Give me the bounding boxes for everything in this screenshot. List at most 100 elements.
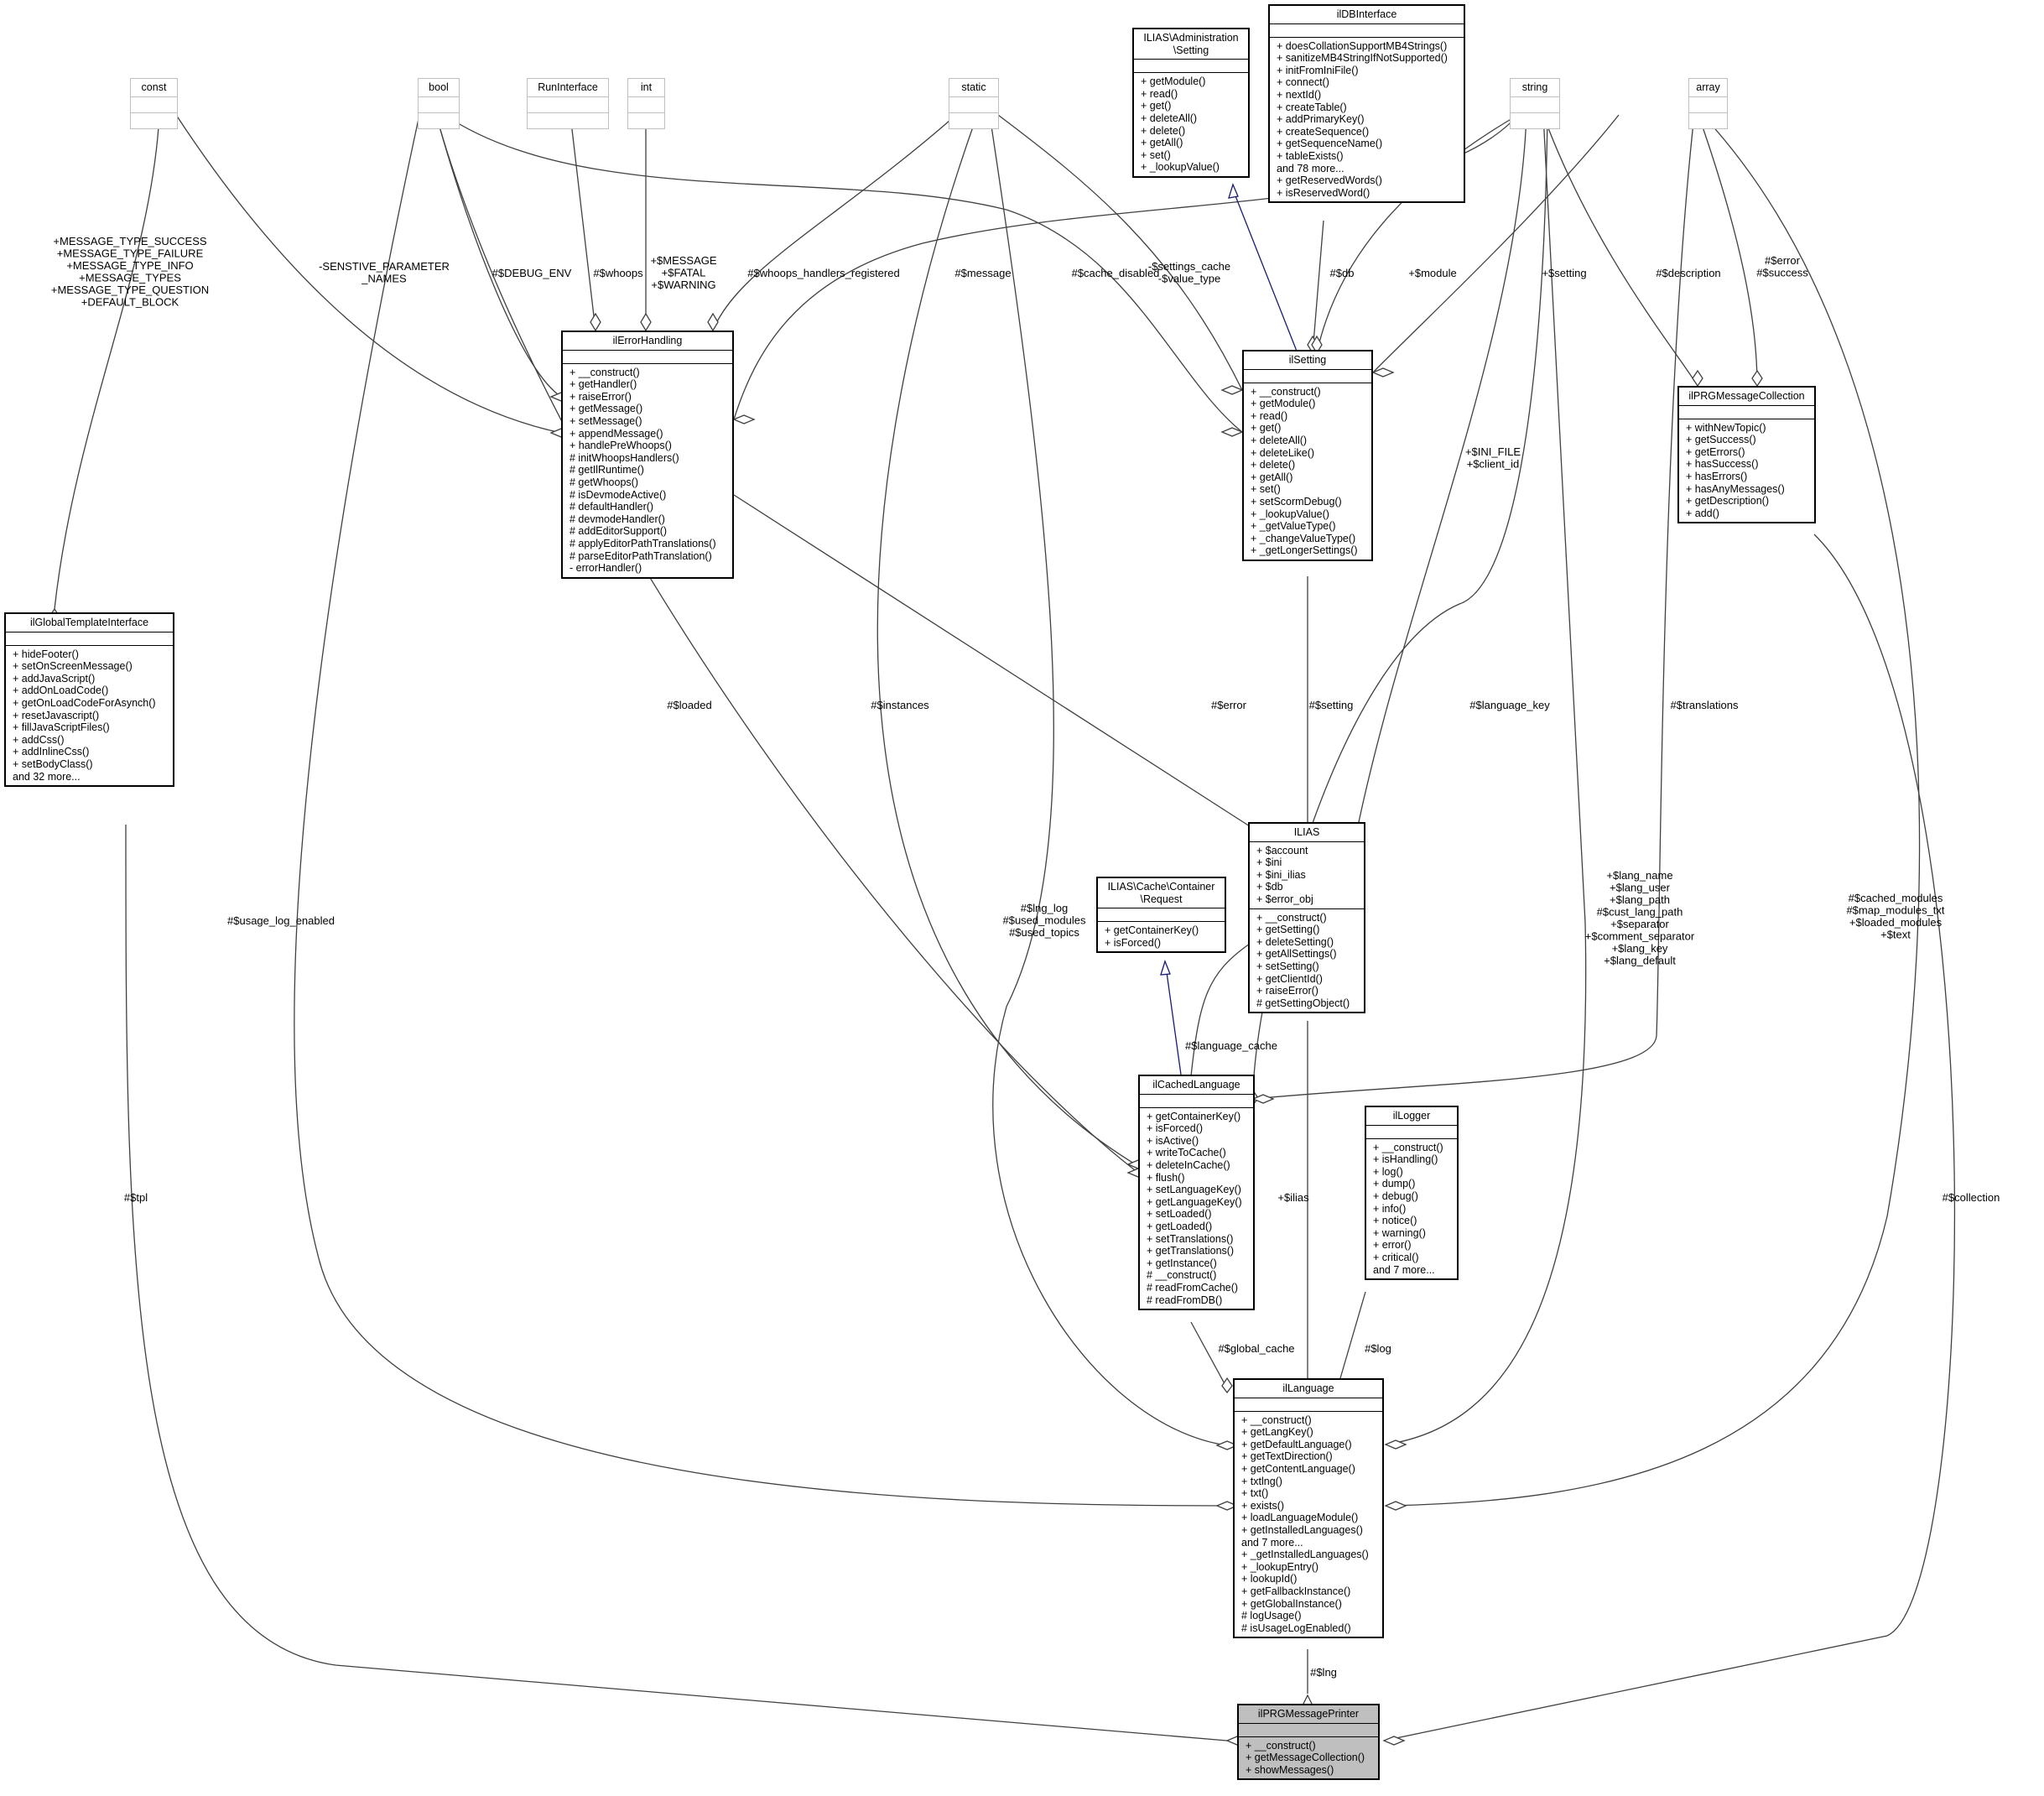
member-item: + delete() xyxy=(1141,124,1186,137)
class-title: ilErrorHandling xyxy=(612,335,683,346)
member-item: + getInstance() xyxy=(1147,1257,1217,1269)
label-line: +MESSAGE_TYPE_QUESTION xyxy=(51,284,209,296)
member-item: + createTable() xyxy=(1277,101,1347,113)
label-line: _NAMES xyxy=(361,273,407,285)
type-bool[interactable]: bool xyxy=(418,78,460,129)
class-ilLogger[interactable]: ilLogger + __construct()+ isHandling()+ … xyxy=(1365,1106,1459,1281)
member-item: + txtlng() xyxy=(1241,1475,1282,1487)
edge-whoops-registered xyxy=(712,114,957,331)
diamond-message-fatal xyxy=(640,312,652,332)
label-global-cache: #$global_cache xyxy=(1218,1342,1294,1355)
member-item: + writeToCache() xyxy=(1147,1147,1226,1159)
member-item: + addOnLoadCode() xyxy=(13,685,109,697)
member-item: + getErrors() xyxy=(1686,445,1745,458)
member-item: + $account xyxy=(1256,844,1308,856)
member-item: # isUsageLogEnabled() xyxy=(1241,1622,1351,1634)
class-cache-container-request[interactable]: ILIAS\Cache\Container \Request + getCont… xyxy=(1096,877,1226,954)
member-item: + deleteSetting() xyxy=(1256,935,1334,948)
class-administration-setting[interactable]: ILIAS\Administration \Setting + getModul… xyxy=(1132,28,1250,178)
edge-lang-name xyxy=(1385,114,1587,1445)
member-item: + getTextDirection() xyxy=(1241,1450,1333,1463)
member-item: + isForced() xyxy=(1147,1122,1204,1135)
member-item: + $ini xyxy=(1256,856,1282,869)
member-item: # devmodeHandler() xyxy=(570,513,665,525)
type-array[interactable]: array xyxy=(1688,78,1728,129)
member-item: + deleteLike() xyxy=(1251,446,1315,459)
class-ilDBInterface[interactable]: ilDBInterface + doesCollationSupportMB4S… xyxy=(1268,4,1465,204)
label-db: #$db xyxy=(1330,267,1355,279)
member-item: + appendMessage() xyxy=(570,427,663,440)
type-static[interactable]: static xyxy=(949,78,999,129)
attributes xyxy=(1235,1397,1382,1411)
member-item: + _getInstalledLanguages() xyxy=(1241,1549,1369,1561)
class-title: ilSetting xyxy=(1288,354,1327,366)
member-item: and 7 more... xyxy=(1241,1536,1303,1549)
member-item: + getReservedWords() xyxy=(1277,174,1382,187)
class-ilLanguage[interactable]: ilLanguage + __construct()+ getLangKey()… xyxy=(1233,1378,1384,1639)
attributes xyxy=(1689,96,1727,112)
member-item: + addCss() xyxy=(13,733,65,746)
type-title: string xyxy=(1521,81,1548,93)
label-ilias: +$ilias xyxy=(1277,1191,1309,1204)
edge-language-cache xyxy=(1190,943,1251,1077)
class-ilPRGMessagePrinter[interactable]: ilPRGMessagePrinter + __construct()+ get… xyxy=(1237,1704,1380,1781)
member-item: + getContentLanguage() xyxy=(1241,1462,1355,1475)
label-line: +$INI_FILE xyxy=(1465,445,1521,458)
attributes xyxy=(1098,908,1225,921)
class-ILIAS[interactable]: ILIAS + $account+ $ini+ $ini_ilias+ $db+… xyxy=(1248,822,1365,1014)
member-item: + getAll() xyxy=(1141,137,1183,149)
label-line: +$lang_key xyxy=(1612,942,1668,955)
edge-error-success xyxy=(1698,114,1758,387)
edge-error xyxy=(733,494,1251,827)
edge-ini-file xyxy=(1358,114,1527,823)
member-item: + deleteInCache() xyxy=(1147,1158,1230,1171)
member-item: + warning() xyxy=(1373,1226,1426,1239)
member-item: # getSettingObject() xyxy=(1256,997,1350,1009)
label-message-fatal: +$MESSAGE+$FATAL+$WARNING xyxy=(650,254,716,291)
member-item: + _lookupEntry() xyxy=(1241,1560,1319,1573)
edge-inh-admin xyxy=(1232,189,1298,354)
member-item: + getLanguageKey() xyxy=(1147,1195,1242,1208)
type-string[interactable]: string xyxy=(1510,78,1560,129)
type-title: static xyxy=(961,81,986,93)
edges xyxy=(54,114,1956,1741)
diamond-setting-str xyxy=(1371,367,1395,377)
class-ilPRGMessageCollection[interactable]: ilPRGMessageCollection + withNewTopic()+… xyxy=(1677,386,1816,524)
class-ilSetting[interactable]: ilSetting + __construct()+ getModule()+ … xyxy=(1242,350,1373,561)
type-const[interactable]: const xyxy=(130,78,178,129)
member-item: + error() xyxy=(1373,1239,1412,1252)
member-item: + getOnLoadCodeForAsynch() xyxy=(13,696,156,709)
label-collection: #$collection xyxy=(1943,1191,2000,1204)
member-item: + sanitizeMB4StringIfNotSupported() xyxy=(1277,52,1448,65)
member-item: + connect() xyxy=(1277,76,1329,89)
label-line: +$lang_name xyxy=(1606,869,1672,882)
label-log: #$log xyxy=(1365,1342,1391,1355)
member-item: + raiseError() xyxy=(570,390,632,403)
operations: + __construct()+ getHandler()+ raiseErro… xyxy=(563,362,732,577)
operations: + getContainerKey()+ isForced()+ isActiv… xyxy=(1140,1106,1253,1309)
operations: + getContainerKey()+ isForced() xyxy=(1098,921,1225,951)
label-language-cache: #$language_cache xyxy=(1185,1039,1277,1052)
class-ilErrorHandling[interactable]: ilErrorHandling + __construct()+ getHand… xyxy=(561,331,734,579)
member-item: + doesCollationSupportMB4Strings() xyxy=(1277,39,1448,52)
type-int[interactable]: int xyxy=(627,78,665,129)
member-item: + deleteAll() xyxy=(1251,434,1308,446)
class-title: ilLanguage xyxy=(1282,1382,1334,1394)
edge-settings-cache xyxy=(997,114,1243,391)
attributes xyxy=(528,96,608,112)
type-RunInterface[interactable]: RunInterface xyxy=(527,78,609,129)
label-error: #$error xyxy=(1211,699,1247,711)
label-setting-str: +$setting xyxy=(1542,267,1586,279)
label-line: +MESSAGE_TYPE_SUCCESS xyxy=(53,235,206,247)
member-item: + getLangKey() xyxy=(1241,1426,1313,1439)
class-ilCachedLanguage[interactable]: ilCachedLanguage + getContainerKey()+ is… xyxy=(1138,1075,1255,1311)
class-ilGlobalTemplateInterface[interactable]: ilGlobalTemplateInterface + hideFooter()… xyxy=(4,612,174,788)
member-item: + __construct() xyxy=(1246,1739,1316,1752)
member-item: + read() xyxy=(1251,409,1288,422)
label-line: #$used_modules xyxy=(1002,914,1086,927)
edge-collection xyxy=(1383,534,1956,1741)
member-item: + _getValueType() xyxy=(1251,520,1336,533)
type-title: const xyxy=(141,81,167,93)
member-item: + info() xyxy=(1373,1202,1407,1215)
member-item: # getIlRuntime() xyxy=(570,464,644,476)
